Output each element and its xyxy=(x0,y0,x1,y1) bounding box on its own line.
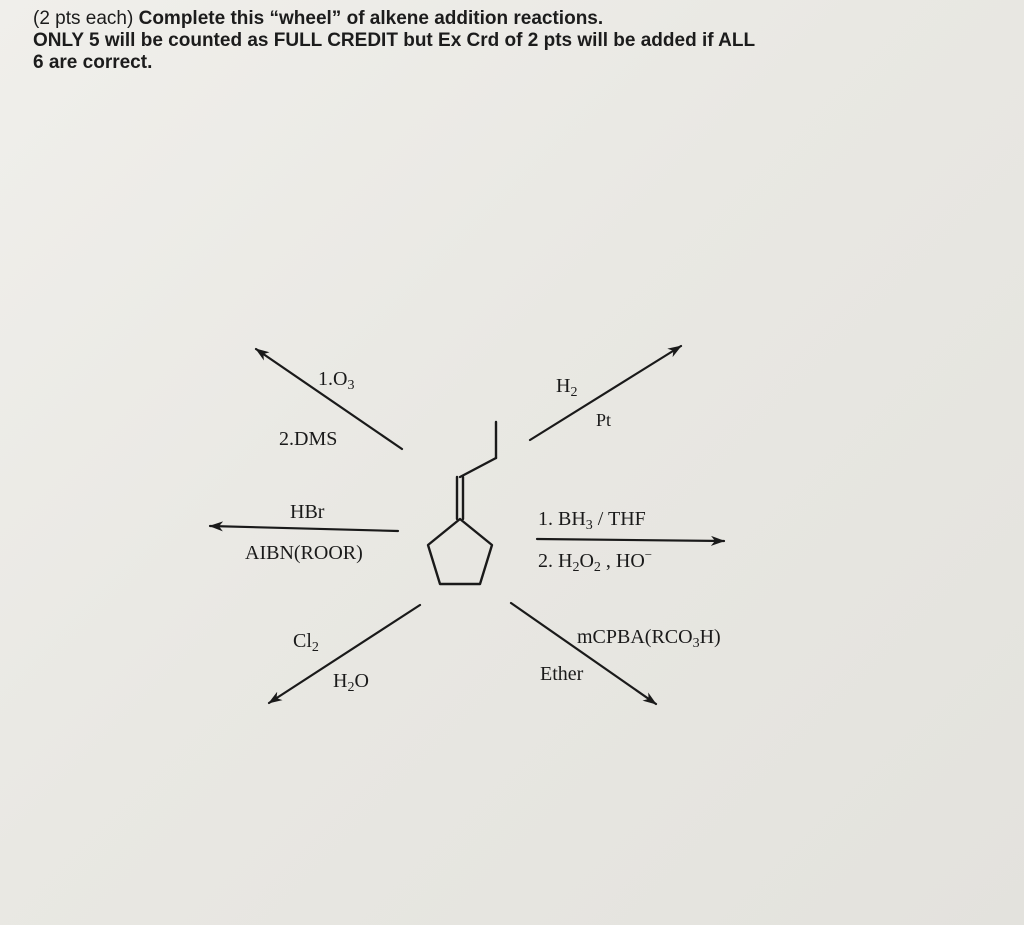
halohydrin-solvent: H2O xyxy=(333,670,369,695)
hydroboration-step1: 1. BH3 / THF xyxy=(538,508,646,533)
hydroboration-step2: 2. H2O2 , HO− xyxy=(538,547,653,575)
halohydrin-reagent: Cl2 xyxy=(293,630,319,655)
arrow-halohydrin xyxy=(267,603,422,705)
starting-alkene-structure xyxy=(426,420,498,586)
ozonolysis-step2: 2.DMS xyxy=(279,428,338,450)
question-line-2: ONLY 5 will be counted as FULL CREDIT bu… xyxy=(33,30,756,51)
arrow-hydrogenation xyxy=(528,344,683,442)
radical-hbr-reagent: HBr xyxy=(290,501,325,523)
epoxidation-reagent: mCPBA(RCO3H) xyxy=(577,626,721,651)
arrow-ozonolysis xyxy=(254,347,404,451)
ozonolysis-step1: 1.O3 xyxy=(318,368,355,393)
question-header: (2 pts each) Complete this “wheel” of al… xyxy=(33,8,1003,74)
question-title: Complete this “wheel” of alkene addition… xyxy=(138,8,604,29)
arrow-epoxidation xyxy=(509,601,658,706)
ethyl-bond-1 xyxy=(458,456,498,479)
hydrogenation-catalyst: Pt xyxy=(596,410,612,430)
epoxidation-solvent: Ether xyxy=(540,663,584,685)
arrow-hydroboration xyxy=(535,535,726,546)
question-line-1: (2 pts each) Complete this “wheel” of al… xyxy=(33,8,1003,30)
points-note: (2 pts each) xyxy=(33,8,134,29)
arrow-radical-hbr xyxy=(208,521,400,533)
question-line-3: 6 are correct. xyxy=(33,52,153,73)
radical-hbr-conditions: AIBN(ROOR) xyxy=(245,542,363,564)
cyclopentane-ring xyxy=(426,517,494,586)
hydrogenation-reagent: H2 xyxy=(556,375,578,400)
